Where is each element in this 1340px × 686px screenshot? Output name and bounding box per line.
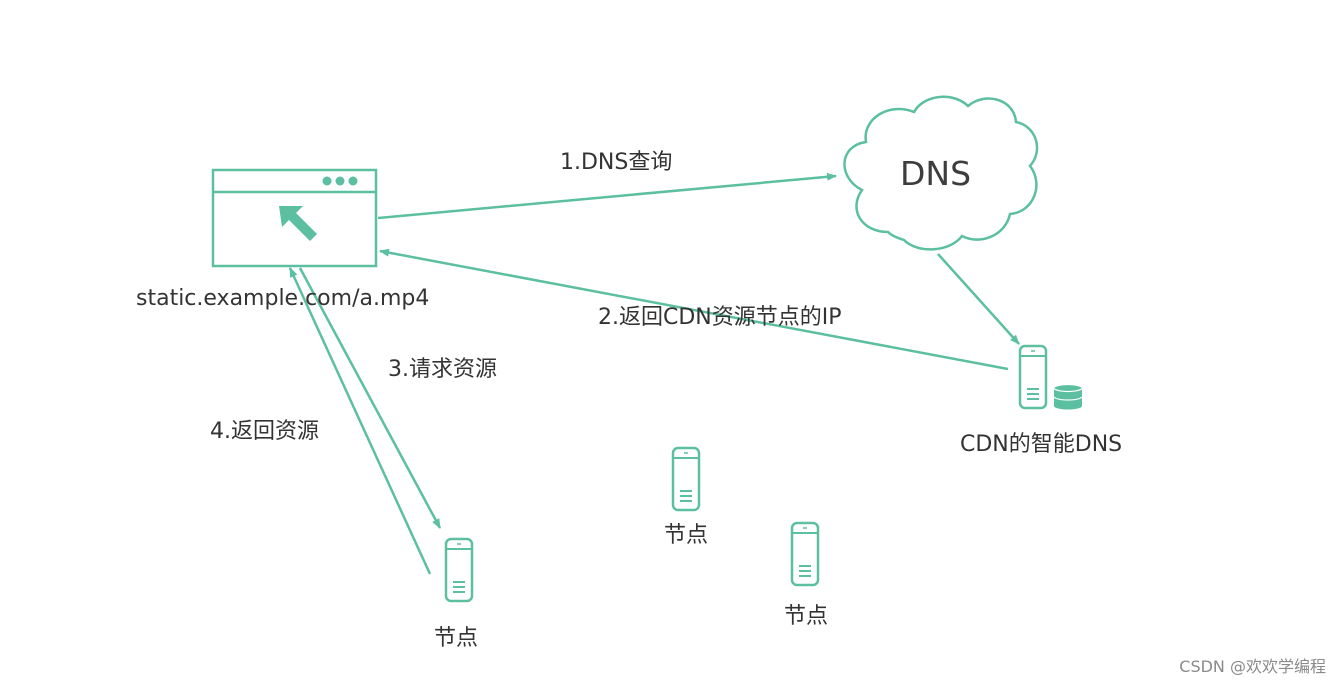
arrow-dns-query: [377, 172, 837, 220]
step3-label: 3.请求资源: [388, 357, 497, 382]
step2-label: 2.返回CDN资源节点的IP: [598, 305, 842, 330]
arrow-cloud-to-smart-dns: [937, 253, 1020, 345]
node-label: 节点: [664, 523, 709, 548]
browser-window-icon: [211, 168, 378, 268]
watermark-text: CSDN @欢欢学编程: [1179, 657, 1326, 676]
step1-label: 1.DNS查询: [560, 150, 673, 175]
step4-label: 4.返回资源: [210, 419, 319, 444]
arrow-return-cdn-ip: [379, 248, 1009, 371]
database-icon: [1053, 383, 1083, 410]
browser-url-label: static.example.com/a.mp4: [136, 286, 430, 311]
node-label: 节点: [784, 604, 829, 629]
node-server-icon: [790, 521, 820, 587]
cursor-arrow-icon: [279, 206, 317, 241]
arrow-request-resource: [298, 267, 442, 529]
node-server-icon: [671, 446, 701, 512]
node-label: 节点: [434, 626, 479, 651]
node-server-icon: [444, 537, 474, 603]
dns-cloud-label: DNS: [900, 154, 972, 193]
arrow-return-resource: [288, 267, 432, 575]
dns-cloud-icon: [843, 95, 1039, 251]
smart-dns-label: CDN的智能DNS: [960, 432, 1123, 457]
smart-dns-server-icon: [1018, 344, 1083, 410]
